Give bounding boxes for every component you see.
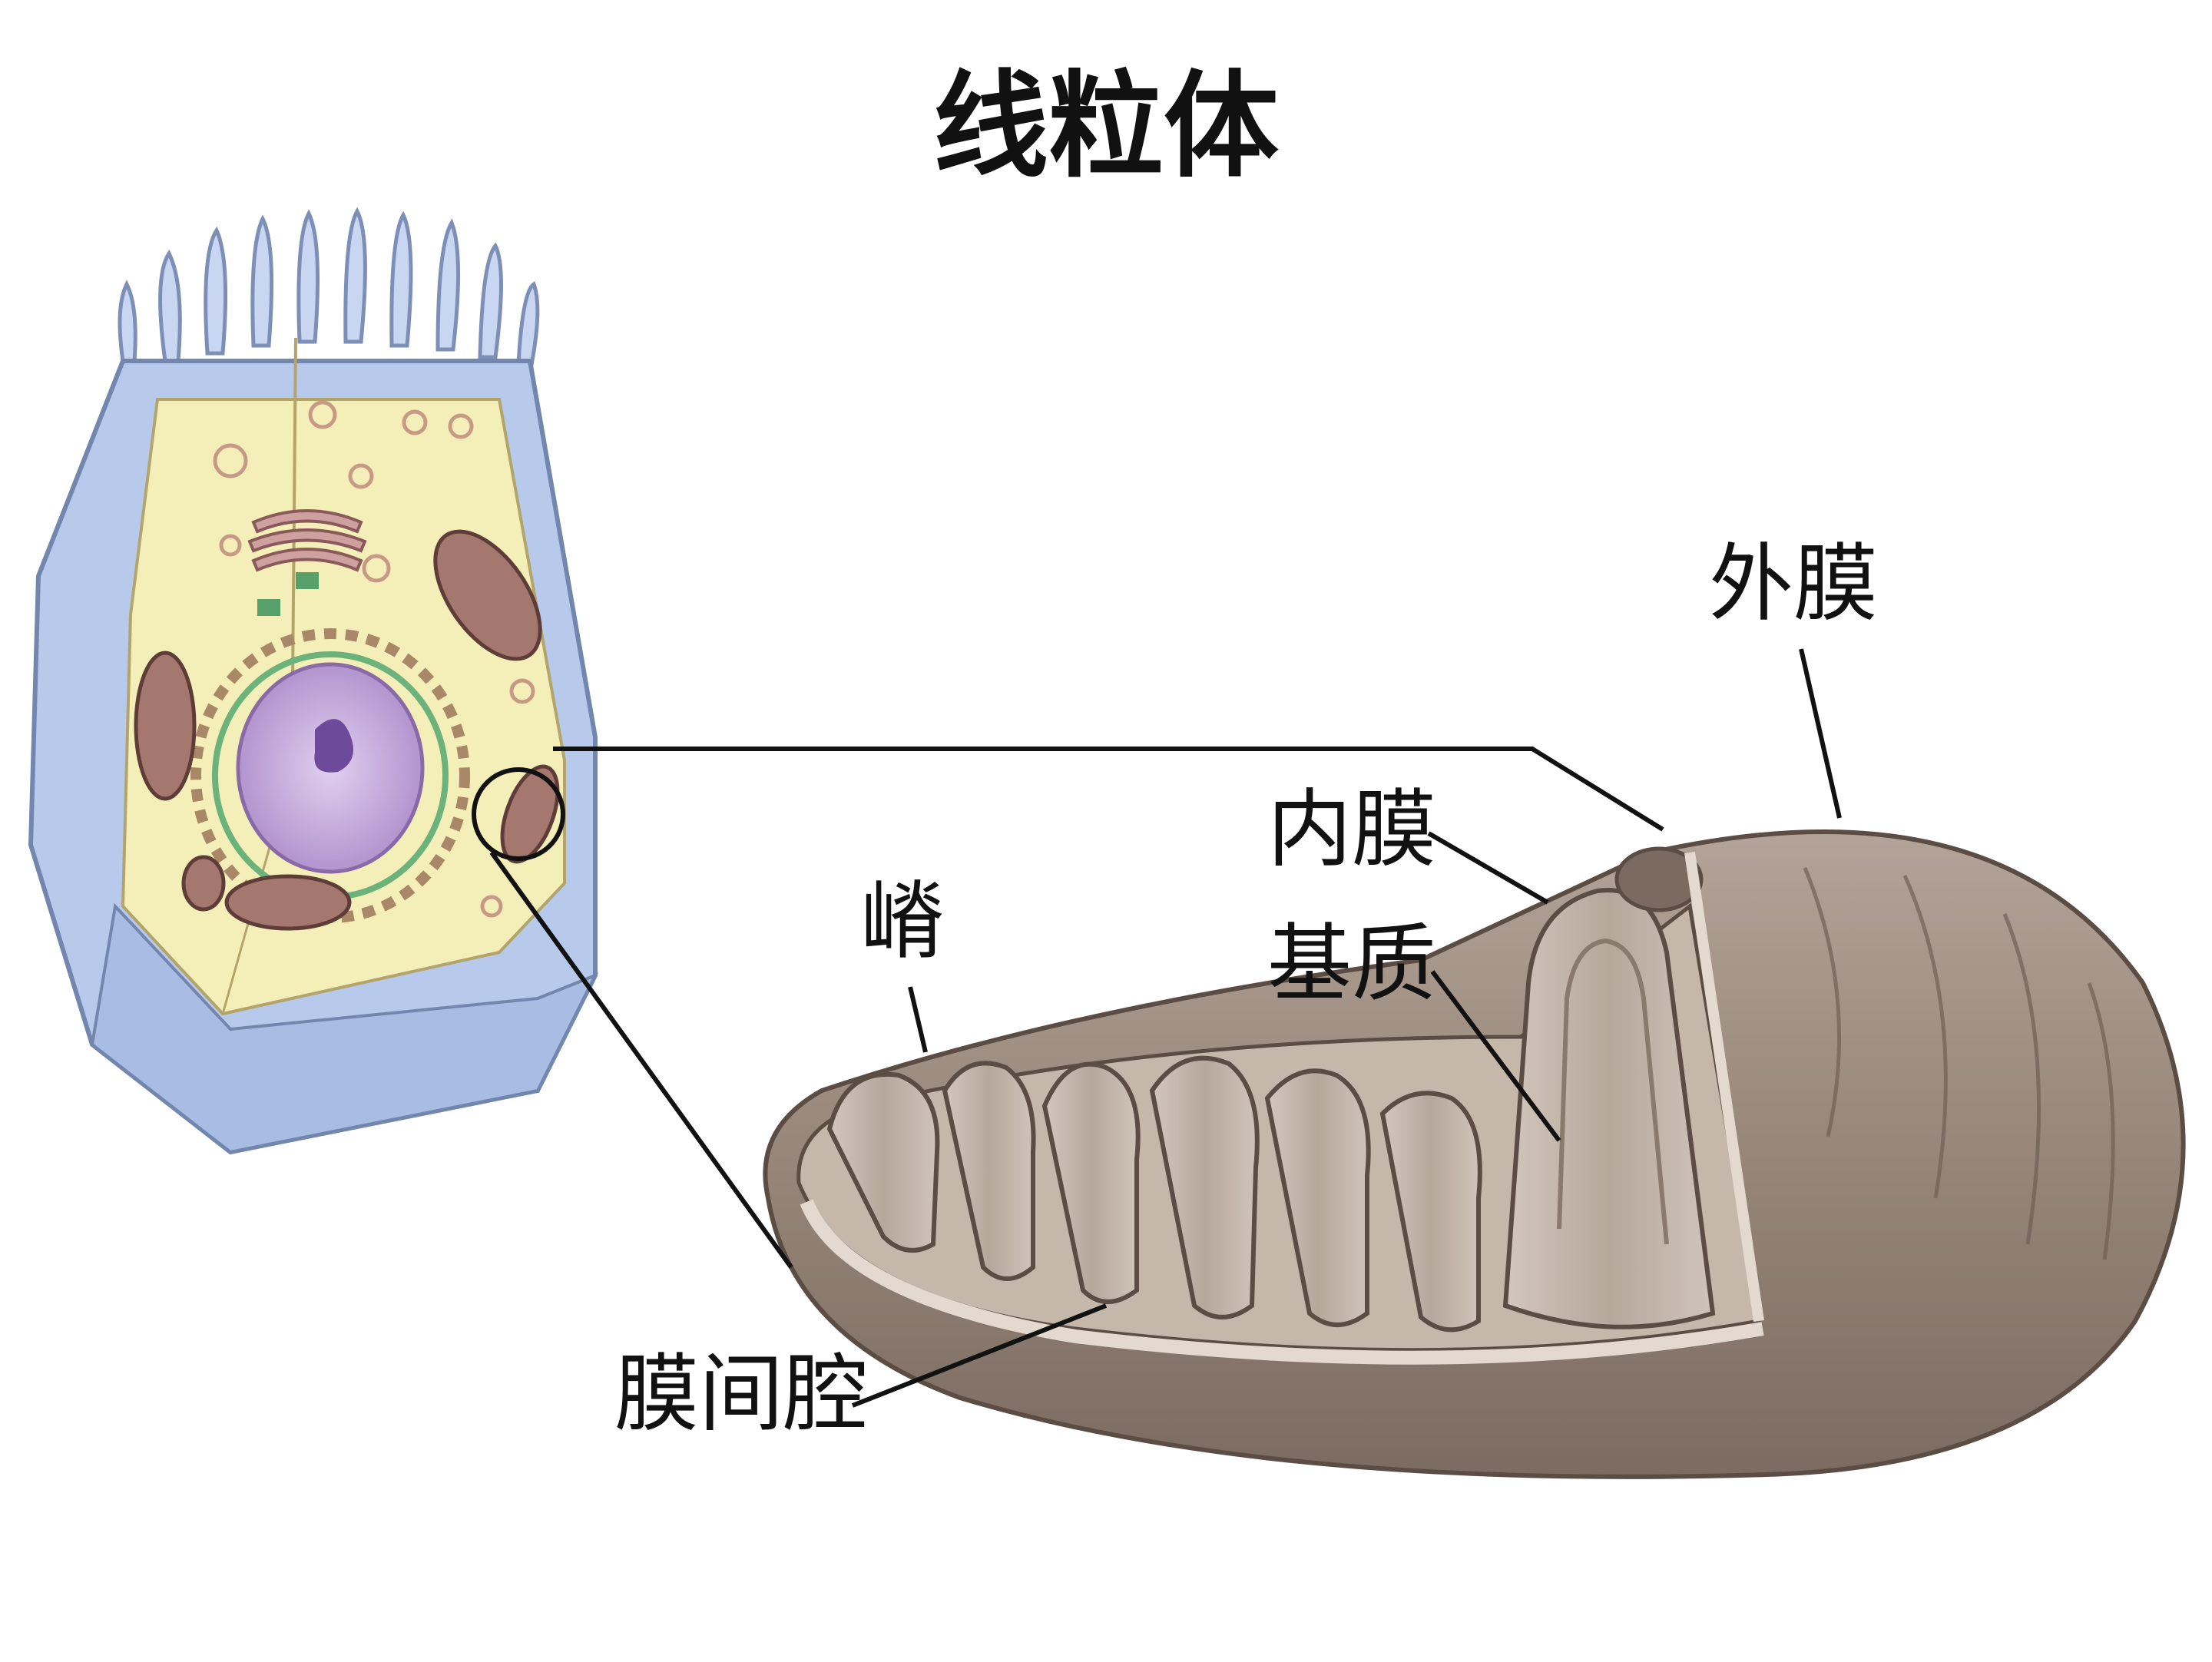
label-matrix: 基质: [1267, 915, 1436, 1013]
outer-ridges: [1803, 867, 2115, 1260]
cell-front-face: [90, 902, 599, 1154]
label-intermembrane-space: 膜间腔: [614, 1345, 868, 1443]
leader-crista: [908, 986, 928, 1053]
cell-mitochondria: [134, 529, 560, 931]
zoom-source-circle: [472, 767, 565, 861]
leader-matrix: [1430, 970, 1561, 1142]
diagram-title: 线粒体: [932, 60, 1279, 194]
zoom-line-bottom: [489, 851, 793, 1269]
leader-lines: [489, 648, 1842, 1408]
microvilli: [118, 207, 540, 367]
inner-membrane-edge: [800, 1199, 1764, 1365]
mitochondrion-illustration: [763, 829, 2186, 1479]
leader-intermembrane-space: [851, 1303, 1108, 1408]
nucleolus: [314, 719, 353, 773]
cell-illustration: [28, 207, 599, 1155]
vesicles: [213, 400, 535, 918]
leader-outer-membrane: [1799, 648, 1842, 819]
golgi-apparatus: [247, 509, 367, 572]
cristae: [826, 1055, 1482, 1333]
leader-inner-membrane: [1427, 831, 1549, 905]
label-crista: 嵴: [860, 872, 945, 971]
label-outer-membrane: 外膜: [1709, 535, 1878, 633]
zoom-line-top: [553, 747, 1664, 832]
label-inner-membrane: 内膜: [1267, 780, 1436, 879]
membrane-opening: [1614, 846, 1704, 912]
